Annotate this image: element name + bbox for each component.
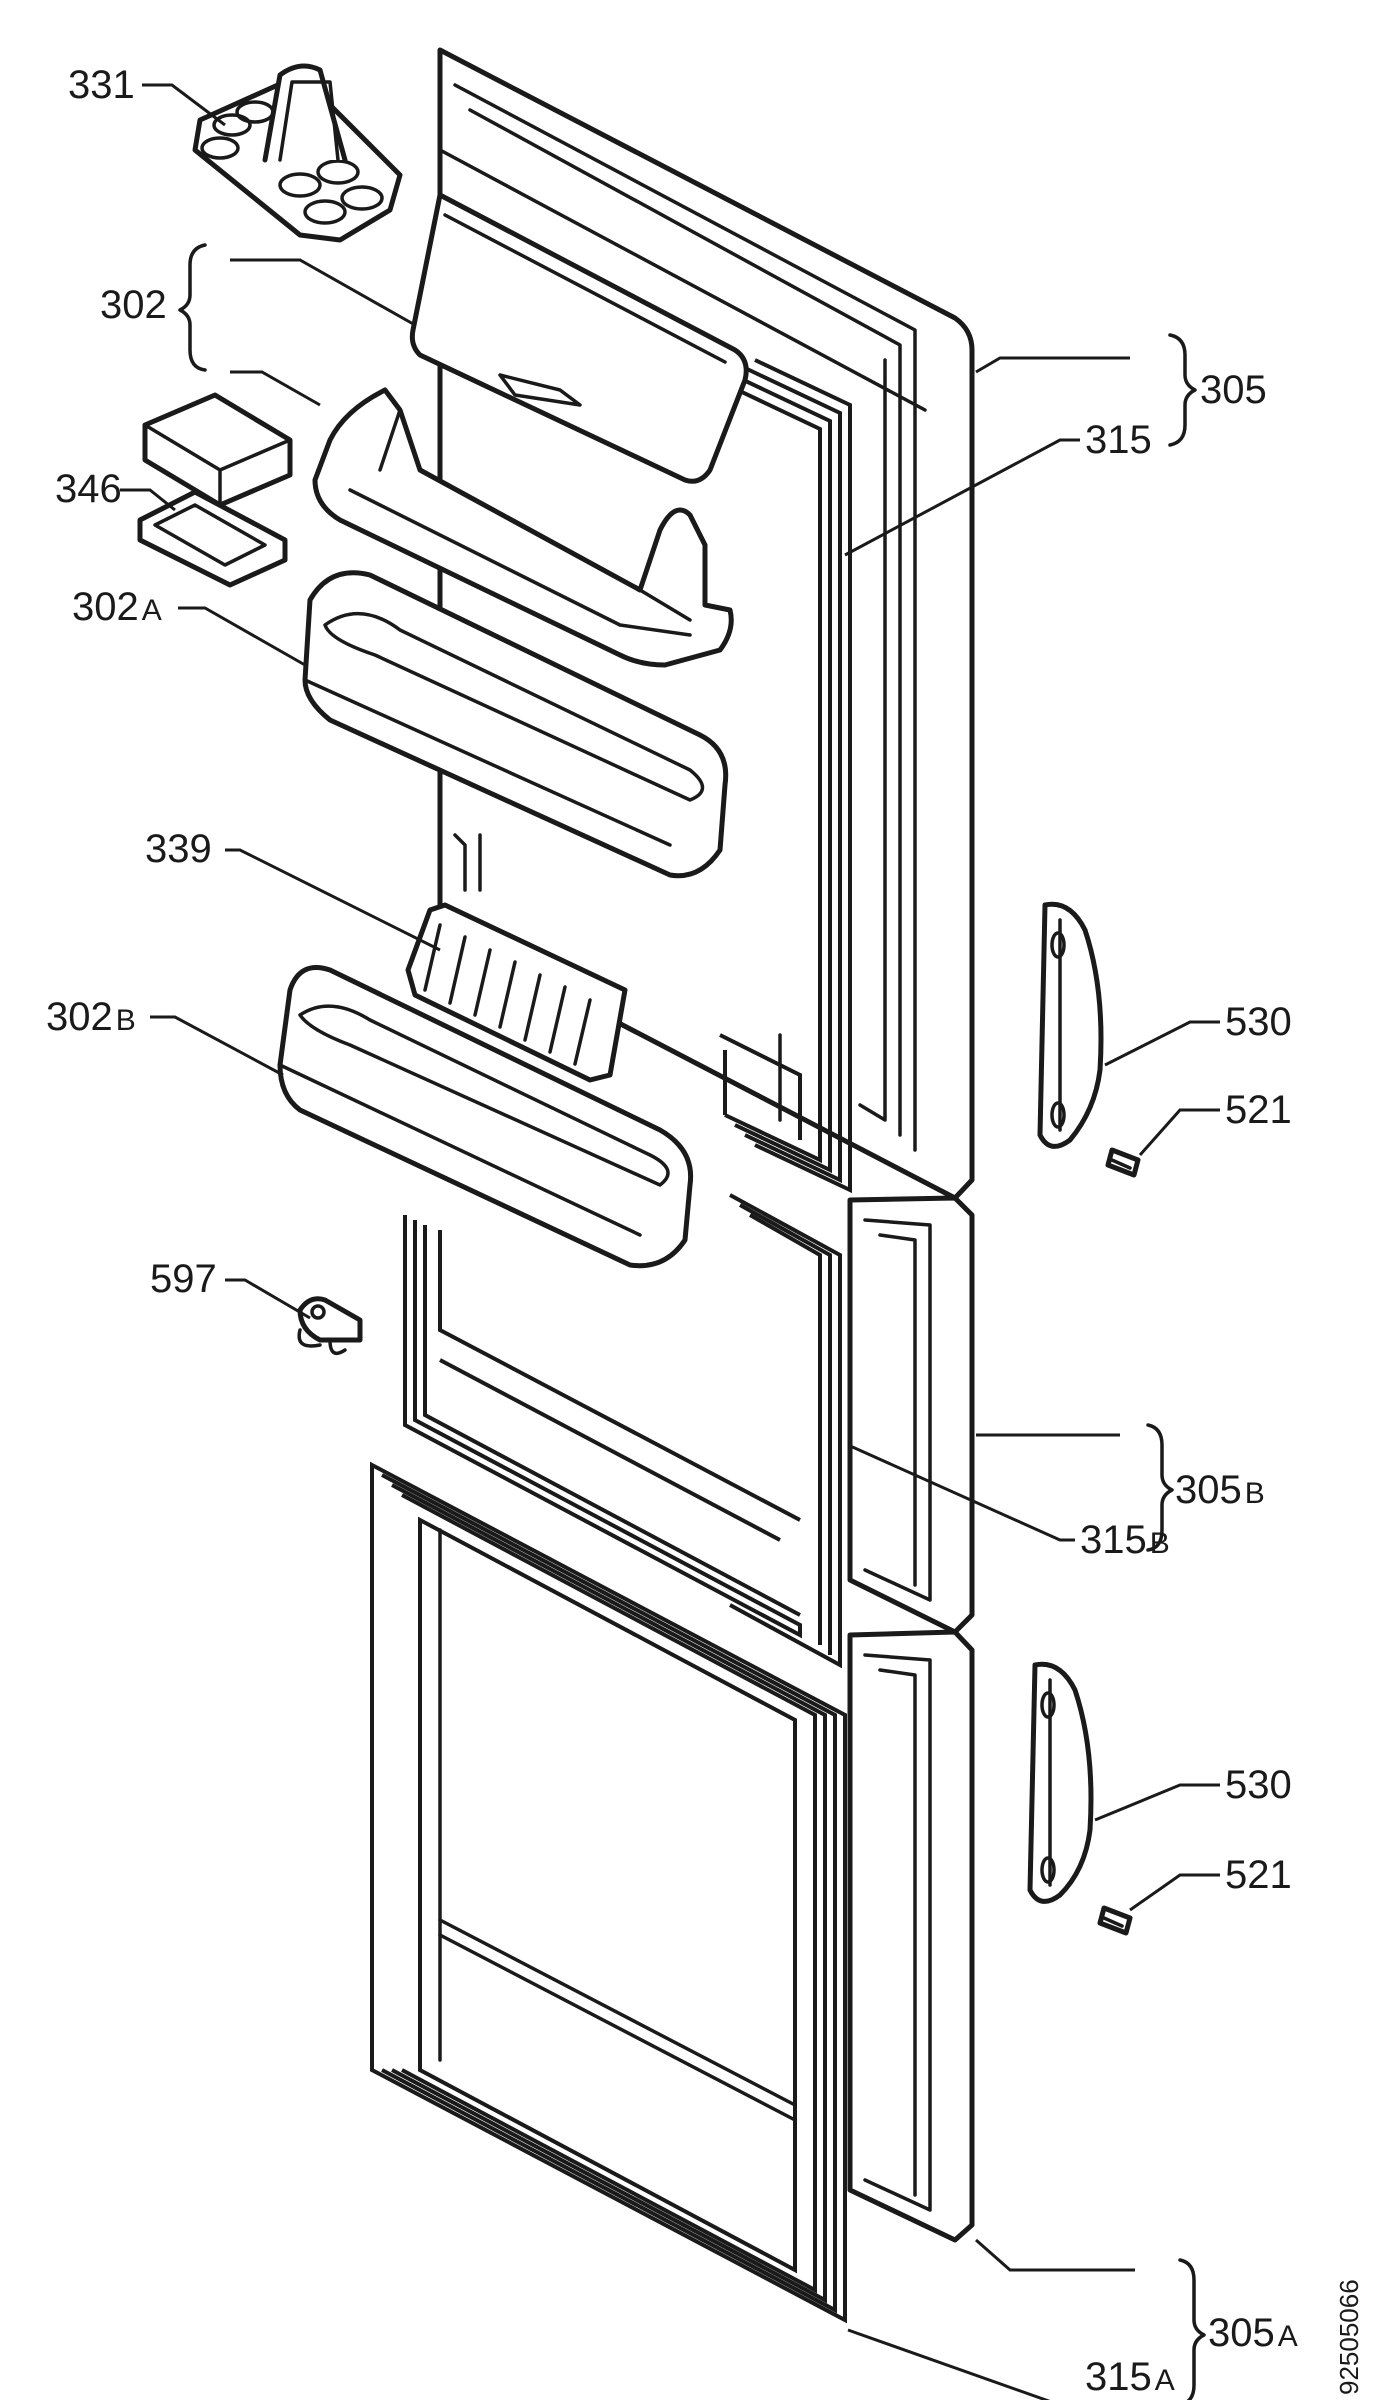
bottle-shelf-lower [277, 965, 694, 1269]
butter-dish [137, 392, 293, 588]
label-339: 339 [145, 827, 212, 871]
door-handle-lower [1027, 1661, 1094, 1904]
dairy-compartment [409, 192, 749, 484]
door-handle-upper [1037, 901, 1104, 1149]
middle-door-panel [847, 1195, 975, 1635]
label-346: 346 [55, 467, 122, 511]
bottle-retainer [405, 833, 628, 1083]
bottle-shelf-middle [302, 570, 729, 879]
label-597: 597 [150, 1257, 217, 1301]
braces [178, 243, 1206, 2400]
label-302: 302 [100, 283, 167, 327]
label-530-lower: 530 [1225, 1763, 1292, 1807]
lower-door-gasket [370, 1461, 847, 2324]
leader-lines [120, 83, 1220, 2400]
egg-tray [192, 63, 403, 243]
lower-door-panel [847, 1629, 975, 2243]
hinge-clip [297, 1296, 363, 1356]
bottle-shelf-top [312, 387, 734, 668]
label-521-upper: 521 [1225, 1088, 1292, 1132]
label-530-upper: 530 [1225, 1000, 1292, 1044]
screw-upper [1105, 1147, 1141, 1178]
document-number: 92505066 [1334, 2279, 1364, 2395]
label-315: 315 [1085, 418, 1152, 462]
middle-door-gasket [403, 1193, 842, 1669]
label-331: 331 [68, 63, 135, 107]
label-305: 305 [1200, 368, 1267, 412]
upper-door-gasket [719, 358, 852, 1194]
label-521-lower: 521 [1225, 1853, 1292, 1897]
screw-lower [1097, 1905, 1133, 1936]
